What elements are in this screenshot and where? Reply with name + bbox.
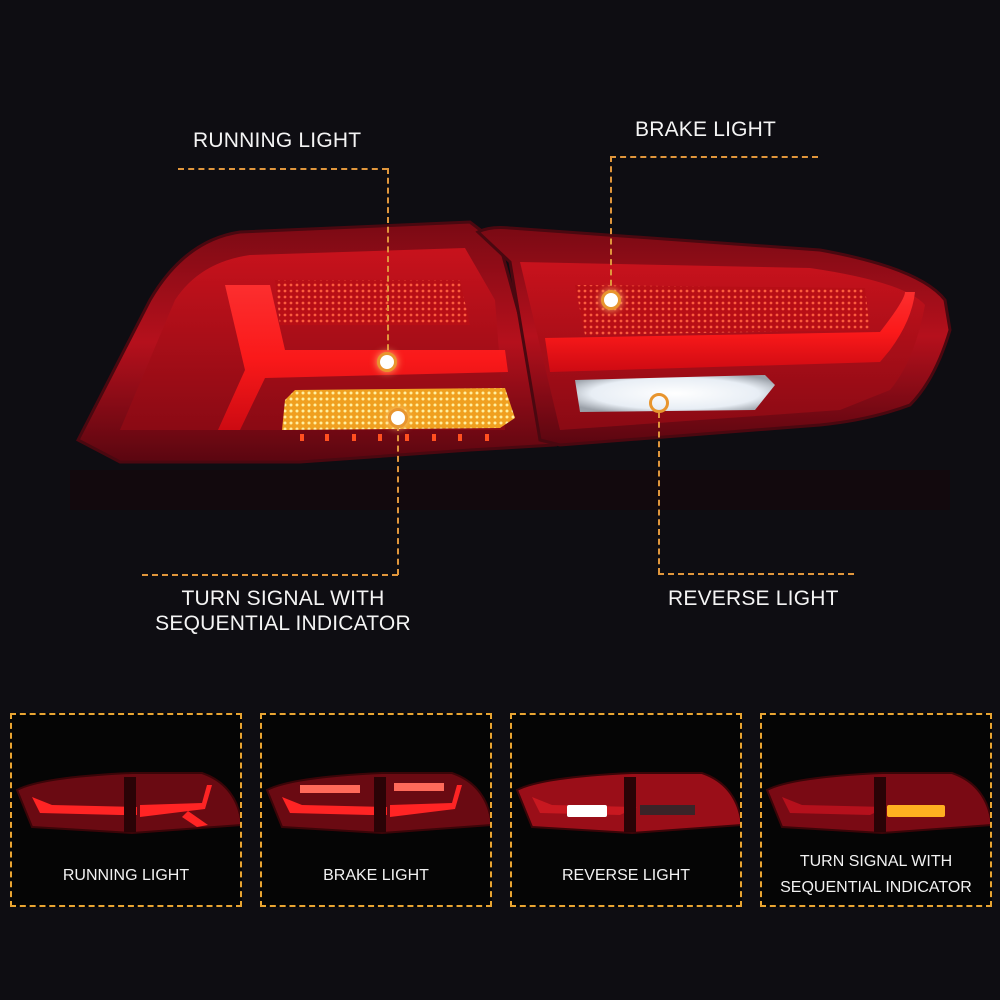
callout-line-brake-light-v bbox=[610, 156, 612, 296]
callout-line-reverse-light-h bbox=[658, 573, 854, 575]
panel-reverse-light: REVERSE LIGHT bbox=[510, 713, 742, 907]
callout-line-brake-light-h bbox=[610, 156, 818, 158]
panel-brake-light-label: BRAKE LIGHT bbox=[323, 867, 429, 884]
tail-light-hero-image bbox=[75, 220, 952, 464]
mini-lamp-running-image bbox=[15, 772, 240, 835]
callout-line-turn-signal-v bbox=[397, 425, 399, 575]
mini-lamp-turn-image bbox=[765, 772, 990, 835]
callout-label-turn-signal-line1: TURN SIGNAL WITH bbox=[181, 587, 385, 610]
callout-line-running-light-h bbox=[178, 168, 388, 170]
panel-running-light: RUNNING LIGHT bbox=[10, 713, 242, 907]
callout-label-running-light: RUNNING LIGHT bbox=[193, 129, 362, 152]
callout-dot-reverse-light bbox=[649, 393, 669, 413]
mini-lamp-brake-image bbox=[265, 772, 490, 835]
callout-dot-running-light bbox=[377, 352, 397, 372]
panel-turn-signal-label-line1: TURN SIGNAL WITH bbox=[799, 853, 953, 870]
panel-brake-light: BRAKE LIGHT bbox=[260, 713, 492, 907]
panel-running-light-label: RUNNING LIGHT bbox=[62, 867, 190, 884]
callout-line-running-light-v bbox=[387, 168, 389, 360]
callout-label-reverse-light: REVERSE LIGHT bbox=[668, 587, 839, 610]
panel-turn-signal-label: TURN SIGNAL WITH SEQUENTIAL INDICATOR bbox=[762, 849, 990, 901]
tail-light-illustration bbox=[75, 220, 952, 464]
callout-dot-brake-light bbox=[601, 290, 621, 310]
mini-lamp-reverse-image bbox=[515, 772, 740, 835]
callout-label-turn-signal: TURN SIGNAL WITH SEQUENTIAL INDICATOR bbox=[140, 586, 426, 636]
panel-reverse-light-label: REVERSE LIGHT bbox=[561, 867, 691, 884]
callout-line-turn-signal-h bbox=[142, 574, 398, 576]
panel-turn-signal-label-line2: SEQUENTIAL INDICATOR bbox=[780, 879, 972, 896]
callout-label-turn-signal-line2: SEQUENTIAL INDICATOR bbox=[155, 612, 411, 635]
callout-line-reverse-light-v bbox=[658, 412, 660, 574]
panel-turn-signal: TURN SIGNAL WITH SEQUENTIAL INDICATOR bbox=[760, 713, 992, 907]
callout-label-brake-light: BRAKE LIGHT bbox=[635, 118, 777, 141]
